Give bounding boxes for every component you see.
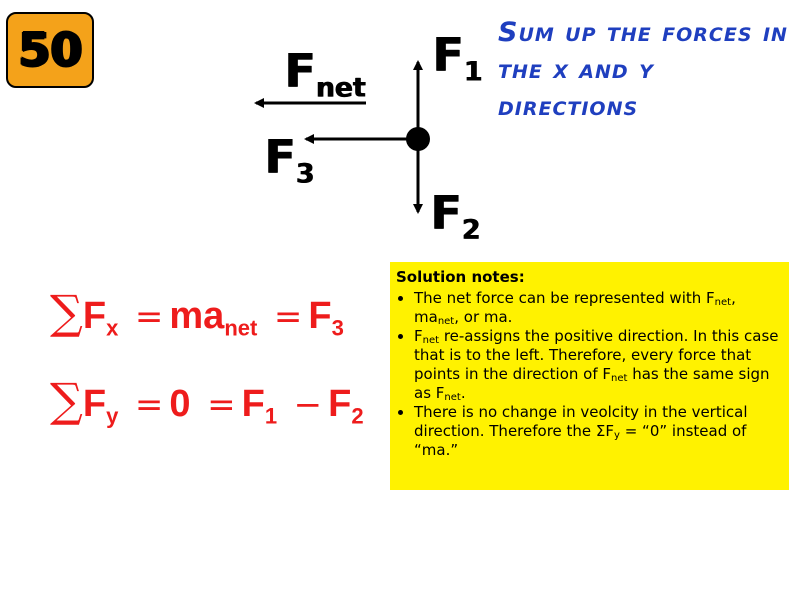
- slide-number-badge: 50: [6, 12, 94, 88]
- list-item: Fnet re-assigns the positive direction. …: [414, 327, 783, 403]
- f2-label: F2: [430, 186, 480, 246]
- solution-notes-box: Solution notes: The net force can be rep…: [390, 262, 789, 490]
- list-item: There is no change in veolcity in the ve…: [414, 403, 783, 460]
- fnet-label: Fnet: [284, 44, 366, 104]
- object-point: [406, 127, 430, 151]
- slide-heading: Sum up the forces in the x and y directi…: [498, 17, 788, 122]
- solution-notes-list: The net force can be represented with Fn…: [396, 289, 783, 460]
- list-item: The net force can be represented with Fn…: [414, 289, 783, 327]
- f3-label: F3: [264, 130, 314, 190]
- solution-notes-title: Solution notes:: [396, 268, 525, 286]
- f1-label: F1: [432, 28, 482, 88]
- equation-sum-fy: ∑Fy =0 =F1 −F2: [50, 373, 364, 429]
- slide-number: 50: [17, 23, 82, 77]
- equation-sum-fx: ∑Fx =manet =F3: [50, 285, 344, 341]
